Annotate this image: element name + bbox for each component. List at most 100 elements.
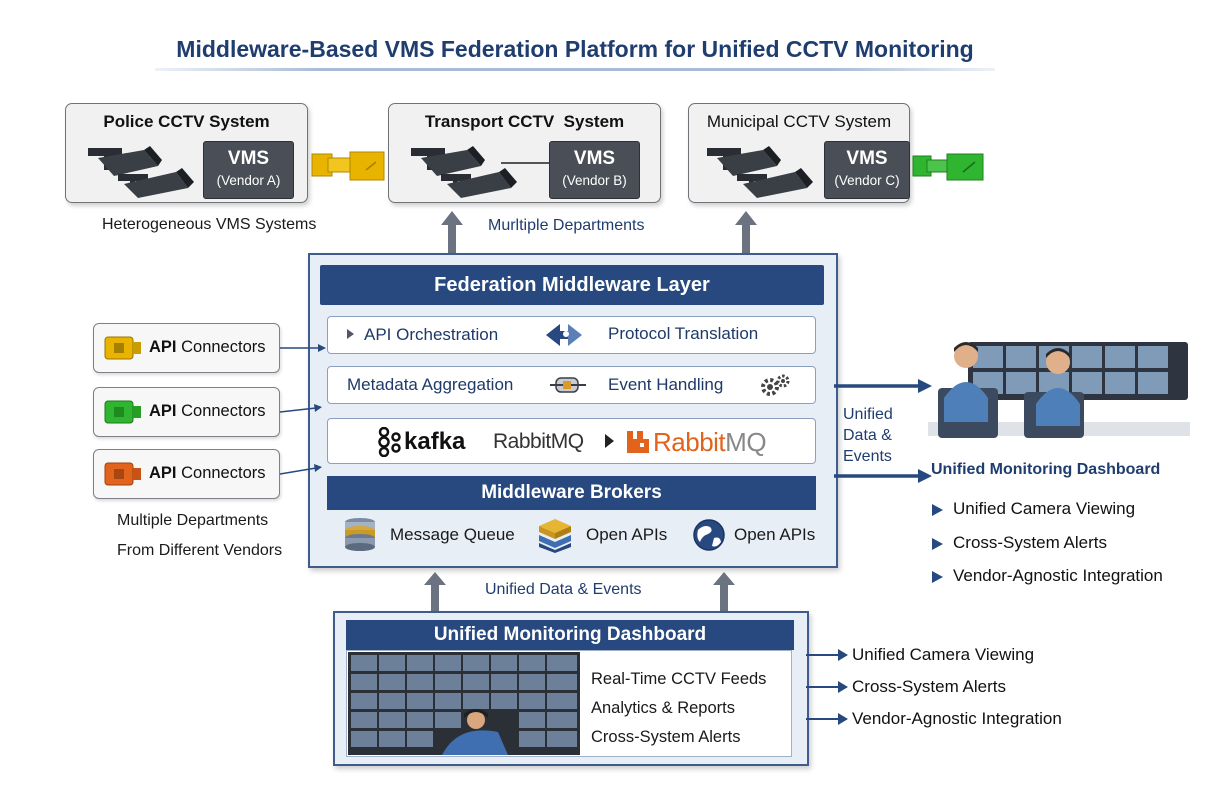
vms-label: VMS — [846, 148, 888, 169]
multiple-departments-caption: Murltiple Departments — [488, 217, 645, 234]
api-label: API — [149, 464, 177, 482]
connector-text: API Connectors — [149, 464, 266, 483]
mq-text: MQ — [725, 427, 767, 457]
dashboard-feature: Real-Time CCTV Feeds — [591, 670, 767, 688]
middleware-brokers-header: Middleware Brokers — [327, 476, 816, 510]
globe-icon — [693, 519, 725, 551]
rabbitmq-brand-label: RabbitMQ — [653, 427, 767, 458]
up-arrow-icon — [735, 211, 757, 255]
connector-arrows — [280, 344, 326, 475]
link-line — [501, 162, 549, 164]
connector-text: API Connectors — [149, 402, 266, 421]
api-connector-yellow: API Connectors — [93, 323, 280, 373]
dashboard-feature-list: Real-Time CCTV Feeds Analytics & Reports… — [591, 665, 766, 752]
event-handling-label: Event Handling — [608, 375, 724, 394]
connector-plug-icon — [104, 462, 141, 486]
side-caption-line: Data & — [843, 427, 892, 444]
side-caption-line: Events — [843, 448, 892, 465]
unified-data-side-caption: Unified Data & Events — [843, 404, 893, 467]
side-caption-line: Unified — [843, 406, 893, 423]
right-item-label: Vendor-Agnostic Integration — [953, 566, 1163, 585]
right-item: Unified Camera Viewing — [932, 499, 1135, 519]
heterogeneous-caption: Heterogeneous VMS Systems — [102, 216, 317, 233]
output-arrows — [806, 649, 848, 725]
cctv-camera-icon — [411, 146, 517, 198]
dashboard-output: Unified Camera Viewing — [852, 645, 1035, 664]
dashboard-feature: Analytics & Reports — [591, 699, 735, 717]
right-item: Cross-System Alerts — [932, 533, 1107, 553]
up-arrow-icon — [424, 572, 446, 612]
system-title: Transport CCTV System — [424, 112, 625, 131]
from-vendors-caption: From Different Vendors — [117, 542, 283, 559]
aggregation-row — [327, 366, 816, 404]
cctv-camera-icon — [707, 146, 813, 198]
aggregation-icon — [550, 377, 586, 393]
dashboard-header: Unified Monitoring Dashboard — [346, 620, 794, 650]
connector-green-icon — [912, 153, 984, 181]
vendor-label: (Vendor C) — [834, 173, 900, 188]
vms-box: VMS (Vendor A) — [203, 141, 294, 199]
right-item: Vendor-Agnostic Integration — [932, 566, 1163, 586]
federation-middleware-layer — [308, 253, 838, 568]
database-icon — [345, 518, 375, 551]
open-apis-label-2: Open APIs — [734, 525, 816, 544]
dashboard-feature: Cross-System Alerts — [591, 728, 741, 746]
vendor-label: (Vendor B) — [562, 173, 627, 188]
vendor-label: (Vendor A) — [216, 173, 281, 188]
police-cctv-system: Police CCTV System VMS (Vendor A) — [65, 103, 308, 203]
transport-cctv-system: Transport CCTV System VMS (Vendor B) — [388, 103, 661, 203]
video-wall-icon — [348, 652, 580, 755]
operators-illustration-icon — [928, 342, 1190, 438]
vms-label: VMS — [573, 148, 616, 169]
vms-box: VMS (Vendor B) — [549, 141, 640, 199]
open-apis-label-1: Open APIs — [586, 525, 668, 544]
title-underline — [155, 68, 995, 71]
vms-box: VMS (Vendor C) — [824, 141, 910, 199]
triangle-icon — [932, 570, 943, 583]
triangle-icon — [932, 503, 943, 516]
connectors-label: Connectors — [181, 464, 266, 482]
kafka-logo-icon — [378, 427, 401, 457]
kafka-label: kafka — [404, 428, 466, 455]
system-title: Municipal CCTV System — [706, 112, 892, 131]
api-orchestration-label: API Orchestration — [364, 325, 499, 344]
rabbitmq-logo-icon — [627, 431, 649, 453]
system-title: Police CCTV System — [103, 112, 270, 131]
connector-text: API Connectors — [149, 338, 266, 357]
right-item-label: Cross-System Alerts — [953, 533, 1107, 552]
message-queue-label: Message Queue — [390, 525, 515, 544]
right-dashboard-title: Unified Monitoring Dashboard — [931, 461, 1161, 478]
gear-icon — [761, 374, 790, 396]
triangle-icon — [932, 537, 943, 550]
up-arrow-icon — [441, 211, 463, 255]
api-label: API — [149, 402, 177, 420]
broker-logos-row — [327, 418, 816, 464]
api-connector-green: API Connectors — [93, 387, 280, 437]
diagram-title: Middleware-Based VMS Federation Platform… — [176, 36, 974, 62]
connector-yellow-icon — [311, 151, 385, 181]
multiple-departments-left-caption: Multiple Departments — [117, 512, 269, 529]
dashboard-output: Vendor-Agnostic Integration — [852, 709, 1062, 728]
municipal-cctv-system: Municipal CCTV System VMS (Vendor C) — [688, 103, 910, 203]
api-label: API — [149, 338, 177, 356]
api-connector-orange: API Connectors — [93, 449, 280, 499]
play-icon — [347, 329, 354, 339]
rabbitmq-label: RabbitMQ — [493, 430, 584, 453]
connectors-label: Connectors — [181, 338, 266, 356]
arrow-icon — [605, 434, 614, 448]
right-arrows — [834, 379, 932, 483]
connector-plug-icon — [104, 336, 141, 360]
rabbit-text: Rabbit — [653, 427, 726, 457]
dashboard-output: Cross-System Alerts — [852, 677, 1006, 696]
cctv-camera-icon — [88, 146, 194, 198]
connector-plug-icon — [104, 400, 141, 424]
unified-data-events-caption: Unified Data & Events — [485, 581, 642, 598]
up-arrow-icon — [713, 572, 735, 612]
stack-icon — [539, 519, 571, 553]
middleware-header: Federation Middleware Layer — [320, 265, 824, 305]
connectors-label: Connectors — [181, 402, 266, 420]
metadata-aggregation-label: Metadata Aggregation — [347, 375, 514, 394]
vms-label: VMS — [227, 148, 270, 169]
right-item-label: Unified Camera Viewing — [953, 499, 1136, 518]
protocol-translation-label: Protocol Translation — [608, 324, 759, 343]
